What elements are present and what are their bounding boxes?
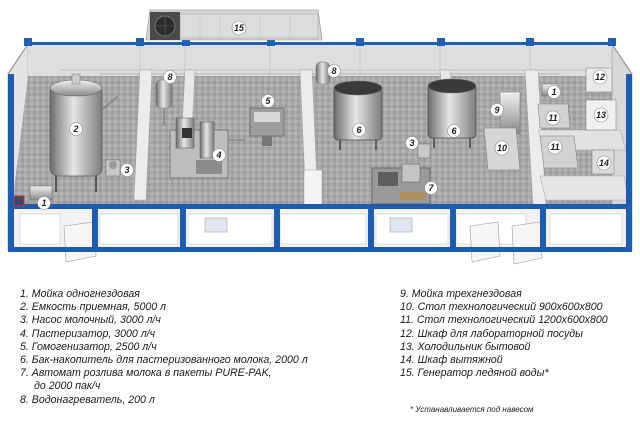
legend-item-3: 3. Насос молочный, 3000 л/ч bbox=[20, 314, 161, 327]
marker-2-label: 2 bbox=[72, 124, 78, 134]
legend-item-13: 13. Холодильник бытовой bbox=[400, 340, 531, 353]
marker-1b: 1 bbox=[547, 85, 561, 99]
filling-machine bbox=[371, 163, 431, 205]
homogenizer bbox=[249, 107, 285, 146]
marker-4-label: 4 bbox=[215, 150, 221, 160]
milk-pump-right bbox=[417, 143, 431, 159]
marker-7-label: 7 bbox=[428, 183, 434, 193]
marker-4: 4 bbox=[212, 148, 226, 162]
legend-item-4: 4. Пастеризатор, 3000 л/ч bbox=[20, 327, 156, 340]
marker-11a-label: 11 bbox=[548, 113, 557, 123]
marker-6b: 6 bbox=[447, 124, 461, 138]
marker-5-label: 5 bbox=[265, 96, 271, 106]
marker-15-label: 15 bbox=[234, 23, 245, 33]
marker-10-label: 10 bbox=[497, 143, 507, 153]
legend-item-11: 11. Стол технологический 1200х600х800 bbox=[400, 314, 608, 327]
marker-1a-label: 1 bbox=[41, 198, 46, 208]
marker-5: 5 bbox=[261, 94, 275, 108]
legend-item-15: 15. Генератор ледяной воды* bbox=[400, 367, 549, 380]
marker-12-label: 12 bbox=[595, 72, 605, 82]
front-wall bbox=[8, 74, 632, 265]
back-wall-panels bbox=[139, 44, 531, 78]
marker-13-label: 13 bbox=[596, 110, 606, 120]
marker-9-label: 9 bbox=[494, 105, 499, 115]
marker-13: 13 bbox=[593, 107, 609, 123]
marker-3b-label: 3 bbox=[409, 138, 414, 148]
legend-item-6: 6. Бак-накопитель для пастеризованного м… bbox=[20, 354, 308, 367]
marker-2: 2 bbox=[69, 122, 83, 136]
marker-14: 14 bbox=[596, 155, 612, 171]
marker-7: 7 bbox=[424, 181, 438, 195]
marker-15: 15 bbox=[231, 20, 247, 36]
legend-item-10: 10. Стол технологический 900х600х800 bbox=[400, 301, 603, 314]
legend-item-9: 9. Мойка трехгнездовая bbox=[400, 288, 522, 300]
marker-11b-label: 11 bbox=[550, 142, 559, 152]
marker-9: 9 bbox=[490, 103, 504, 117]
footnote: * Устанавливается под навесом bbox=[410, 405, 534, 414]
marker-10: 10 bbox=[494, 140, 510, 156]
marker-1a: 1 bbox=[37, 196, 51, 210]
pasteurizer bbox=[169, 117, 245, 179]
dairy-plant-cutaway: 1 1 2 3 3 4 5 6 6 7 8 8 9 10 11 11 12 13… bbox=[7, 9, 633, 265]
legend-item-1: 1. Мойка одногнездовая bbox=[20, 288, 140, 300]
marker-6a: 6 bbox=[352, 123, 366, 137]
marker-14-label: 14 bbox=[599, 158, 609, 168]
marker-12: 12 bbox=[592, 69, 608, 85]
marker-6b-label: 6 bbox=[451, 126, 457, 136]
marker-6a-label: 6 bbox=[356, 125, 362, 135]
marker-8b-label: 8 bbox=[331, 66, 336, 76]
marker-3a: 3 bbox=[120, 163, 134, 177]
legend-item-7: 7. Автомат розлива молока в пакеты PURE-… bbox=[20, 367, 272, 380]
marker-1b-label: 1 bbox=[551, 87, 556, 97]
legend-item-2: 2. Емкость приемная, 5000 л bbox=[20, 301, 167, 314]
storage-tank-right bbox=[427, 78, 477, 148]
legend-item-14: 14. Шкаф вытяжной bbox=[400, 354, 503, 367]
equipment-markers: 1 1 2 3 3 4 5 6 6 7 8 8 9 10 11 11 12 13… bbox=[37, 20, 612, 210]
marker-8b: 8 bbox=[327, 64, 341, 78]
marker-3a-label: 3 bbox=[124, 165, 129, 175]
marker-8a: 8 bbox=[163, 70, 177, 84]
container-top-beams bbox=[24, 38, 616, 46]
marker-11b: 11 bbox=[547, 139, 563, 155]
marker-3b: 3 bbox=[405, 136, 419, 150]
legend-right-column: 9. Мойка трехгнездовая 10. Стол технолог… bbox=[400, 288, 608, 380]
legend-item-7-continued: до 2000 пак/ч bbox=[34, 380, 101, 393]
legend-item-5: 5. Гомогенизатор, 2500 л/ч bbox=[20, 340, 157, 353]
marker-11a: 11 bbox=[545, 110, 561, 126]
legend-item-8: 8. Водонагреватель, 200 л bbox=[20, 393, 155, 406]
marker-8a-label: 8 bbox=[167, 72, 172, 82]
milk-pump-left bbox=[105, 159, 121, 177]
legend-left-column: 1. Мойка одногнездовая 2. Емкость приемн… bbox=[20, 288, 308, 407]
storage-tank-left bbox=[333, 80, 383, 150]
legend-item-12: 12. Шкаф для лабораторной посуды bbox=[400, 327, 583, 340]
electrical-panel bbox=[13, 195, 25, 207]
